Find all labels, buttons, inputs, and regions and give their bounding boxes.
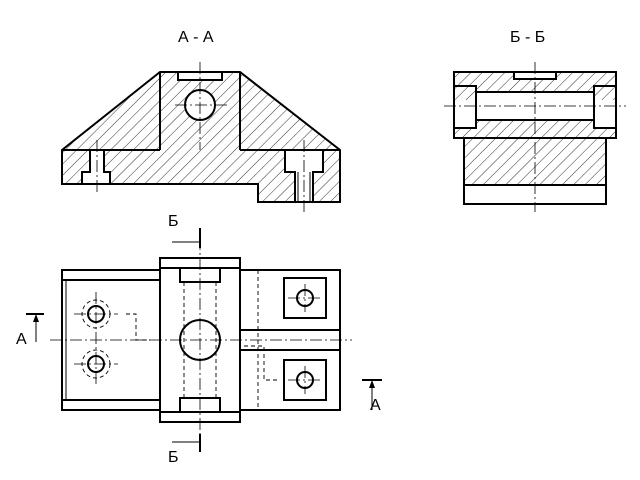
- section-aa-view: [61, 62, 341, 212]
- cutting-plane-b-bottom: [172, 434, 201, 452]
- cut-label-a-right: А: [370, 397, 381, 414]
- cutting-plane-a-right: [362, 379, 382, 410]
- cut-label-a-left: А: [16, 331, 27, 348]
- cut-label-b-bottom: Б: [168, 449, 179, 466]
- section-bb-title: Б - Б: [510, 29, 546, 46]
- cutting-plane-a-left: [26, 313, 44, 342]
- plan-view: [50, 238, 352, 440]
- cut-label-b-top: Б: [168, 213, 179, 230]
- section-bb-view: [444, 62, 626, 212]
- section-aa-title: А - А: [178, 29, 214, 46]
- cutting-plane-b-top: [172, 228, 201, 248]
